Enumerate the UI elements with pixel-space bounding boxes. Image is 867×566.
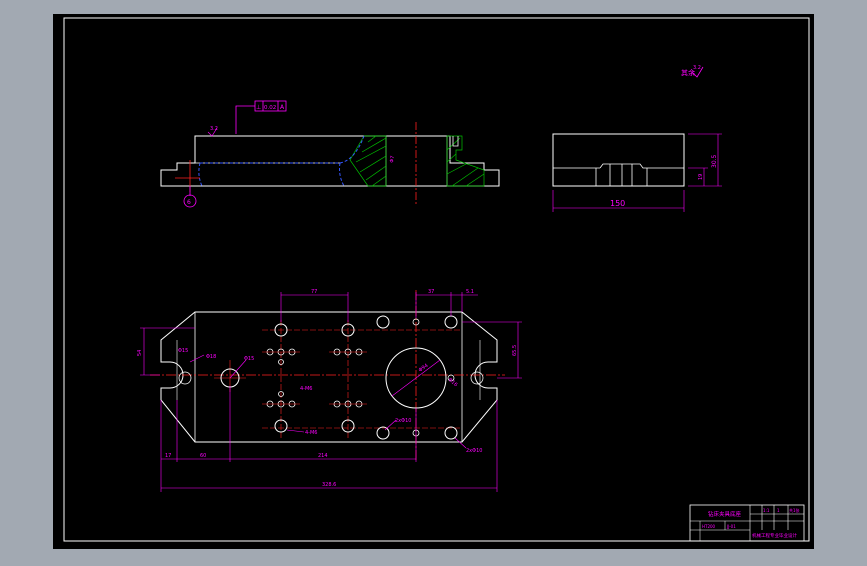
svg-text:5.1: 5.1 [466, 289, 474, 295]
front-section-view: ⊥ 0.02 A 3.2 6 Φ7 [160, 100, 500, 208]
svg-text:4-M6: 4-M6 [300, 386, 312, 392]
geometric-tolerance-frame: ⊥ 0.02 A [235, 100, 287, 134]
svg-text:共1张: 共1张 [789, 507, 800, 513]
svg-text:60: 60 [200, 453, 206, 459]
svg-text:1:1: 1:1 [763, 508, 770, 513]
svg-text:Φ94: Φ94 [418, 363, 430, 374]
svg-text:4-M6: 4-M6 [305, 430, 317, 436]
svg-text:Φ7: Φ7 [389, 155, 396, 163]
svg-text:Φ16: Φ16 [447, 377, 459, 388]
roughness-note: 其余 3.2 [681, 65, 704, 78]
section-marker-circle [183, 194, 197, 208]
dim-150: 150 [610, 199, 625, 208]
hatch-right [446, 135, 485, 187]
dim-lines-bottom [160, 386, 498, 492]
svg-text:2xΦ10: 2xΦ10 [395, 418, 411, 424]
drawing-border [63, 17, 810, 542]
svg-text:54: 54 [137, 350, 143, 356]
title-school: 机械工程专业毕业设计 [752, 532, 797, 539]
svg-text:65.5: 65.5 [512, 345, 518, 356]
title-block: 钻床夹具底座 HT200 JJ-01 1:1 1 共1张 机械工程专业毕业设计 [689, 504, 805, 542]
svg-text:其余: 其余 [681, 68, 695, 77]
dim-lines-top [280, 292, 478, 322]
side-view: 150 30.5 19 [552, 133, 722, 212]
svg-text:HT200: HT200 [702, 524, 716, 529]
svg-text:0.02: 0.02 [264, 105, 276, 111]
svg-text:Φ15: Φ15 [244, 356, 254, 362]
hatch-left [349, 135, 387, 187]
svg-text:2xΦ10: 2xΦ10 [466, 448, 482, 454]
svg-text:37: 37 [428, 289, 434, 295]
plan-view: Φ94 Φ15 Φ18 [137, 289, 522, 492]
svg-text:3.2: 3.2 [693, 65, 701, 71]
svg-text:JJ-01: JJ-01 [726, 524, 736, 529]
svg-text:214: 214 [318, 453, 328, 459]
svg-text:1: 1 [777, 508, 780, 513]
svg-text:Φ15: Φ15 [178, 348, 188, 354]
svg-text:328.6: 328.6 [322, 482, 336, 488]
dim-small-height: 19 [698, 174, 704, 180]
svg-text:77: 77 [311, 289, 317, 295]
dim-height: 30.5 [711, 154, 718, 168]
svg-text:⊥: ⊥ [256, 104, 261, 111]
svg-text:17: 17 [165, 453, 171, 459]
roughness-top-label: 3.2 [210, 126, 218, 132]
svg-text:A: A [280, 104, 285, 111]
title-name: 钻床夹具底座 [708, 510, 742, 518]
drawing-sheet [53, 14, 814, 549]
svg-text:Φ18: Φ18 [206, 354, 216, 360]
svg-text:6: 6 [187, 199, 191, 206]
